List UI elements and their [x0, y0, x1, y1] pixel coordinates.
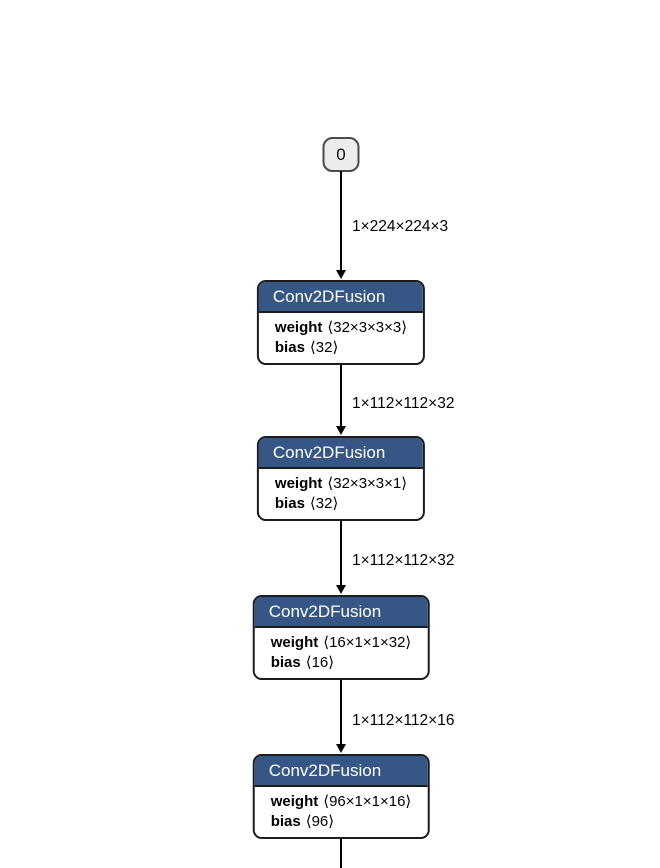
input-node-label: 0	[336, 144, 346, 164]
arrowhead-icon	[336, 744, 346, 753]
edge-tensor-shape-label: 1×112×112×32	[352, 552, 455, 569]
attribute-name: bias	[274, 339, 305, 356]
attribute-value: ⟨32×3×3×3⟩	[327, 319, 408, 336]
node-title: Conv2DFusion	[268, 761, 382, 780]
edge-line	[340, 839, 342, 868]
arrowhead-icon	[336, 426, 346, 435]
attribute-row: weight⟨32×3×3×1⟩	[275, 474, 407, 494]
node-body: weight⟨16×1×1×32⟩ bias⟨16⟩	[255, 628, 428, 678]
attribute-row: bias⟨32⟩	[275, 338, 407, 358]
attribute-value: ⟨96×1×1×16⟩	[323, 793, 412, 810]
arrowhead-icon	[336, 585, 346, 594]
node-conv2dfusion-2[interactable]: Conv2DFusion weight⟨32×3×3×1⟩ bias⟨32⟩	[256, 436, 426, 521]
attribute-name: weight	[270, 634, 319, 651]
attribute-row: weight⟨32×3×3×3⟩	[275, 318, 407, 338]
edge-tensor-shape-label: 1×112×112×16	[352, 712, 455, 729]
edge-line	[340, 171, 342, 270]
node-body: weight⟨32×3×3×1⟩ bias⟨32⟩	[259, 469, 423, 519]
attribute-name: bias	[270, 813, 301, 830]
edge-tensor-shape-label: 1×224×224×3	[352, 218, 449, 235]
attribute-name: bias	[270, 654, 301, 671]
attribute-row: bias⟨16⟩	[271, 653, 412, 673]
node-header: Conv2DFusion	[254, 756, 428, 787]
attribute-value: ⟨96⟩	[305, 813, 335, 830]
node-title: Conv2DFusion	[268, 602, 382, 621]
node-title: Conv2DFusion	[272, 443, 386, 462]
node-body: weight⟨32×3×3×3⟩ bias⟨32⟩	[259, 313, 423, 363]
attribute-name: bias	[274, 495, 305, 512]
edge-line	[340, 680, 342, 745]
attribute-value: ⟨32⟩	[309, 339, 339, 356]
edge-line	[340, 521, 342, 586]
attribute-value: ⟨32×3×3×1⟩	[327, 475, 408, 492]
attribute-row: weight⟨96×1×1×16⟩	[271, 792, 412, 812]
node-header: Conv2DFusion	[254, 597, 428, 628]
attribute-value: ⟨16⟩	[305, 654, 335, 671]
attribute-name: weight	[274, 475, 323, 492]
attribute-name: weight	[274, 319, 323, 336]
node-header: Conv2DFusion	[258, 282, 424, 313]
edge-tensor-shape-label: 1×112×112×32	[352, 395, 455, 412]
node-header: Conv2DFusion	[258, 438, 424, 469]
attribute-value: ⟨16×1×1×32⟩	[323, 634, 412, 651]
attribute-row: weight⟨16×1×1×32⟩	[271, 633, 412, 653]
attribute-row: bias⟨32⟩	[275, 494, 407, 514]
node-body: weight⟨96×1×1×16⟩ bias⟨96⟩	[255, 787, 428, 837]
input-node[interactable]: 0	[322, 137, 360, 172]
node-conv2dfusion-4[interactable]: Conv2DFusion weight⟨96×1×1×16⟩ bias⟨96⟩	[252, 754, 430, 839]
edge-line	[340, 365, 342, 426]
attribute-row: bias⟨96⟩	[271, 812, 412, 832]
attribute-name: weight	[270, 793, 319, 810]
node-conv2dfusion-3[interactable]: Conv2DFusion weight⟨16×1×1×32⟩ bias⟨16⟩	[252, 595, 430, 680]
arrowhead-icon	[336, 270, 346, 279]
node-conv2dfusion-1[interactable]: Conv2DFusion weight⟨32×3×3×3⟩ bias⟨32⟩	[256, 280, 426, 365]
node-title: Conv2DFusion	[272, 287, 386, 306]
attribute-value: ⟨32⟩	[309, 495, 339, 512]
